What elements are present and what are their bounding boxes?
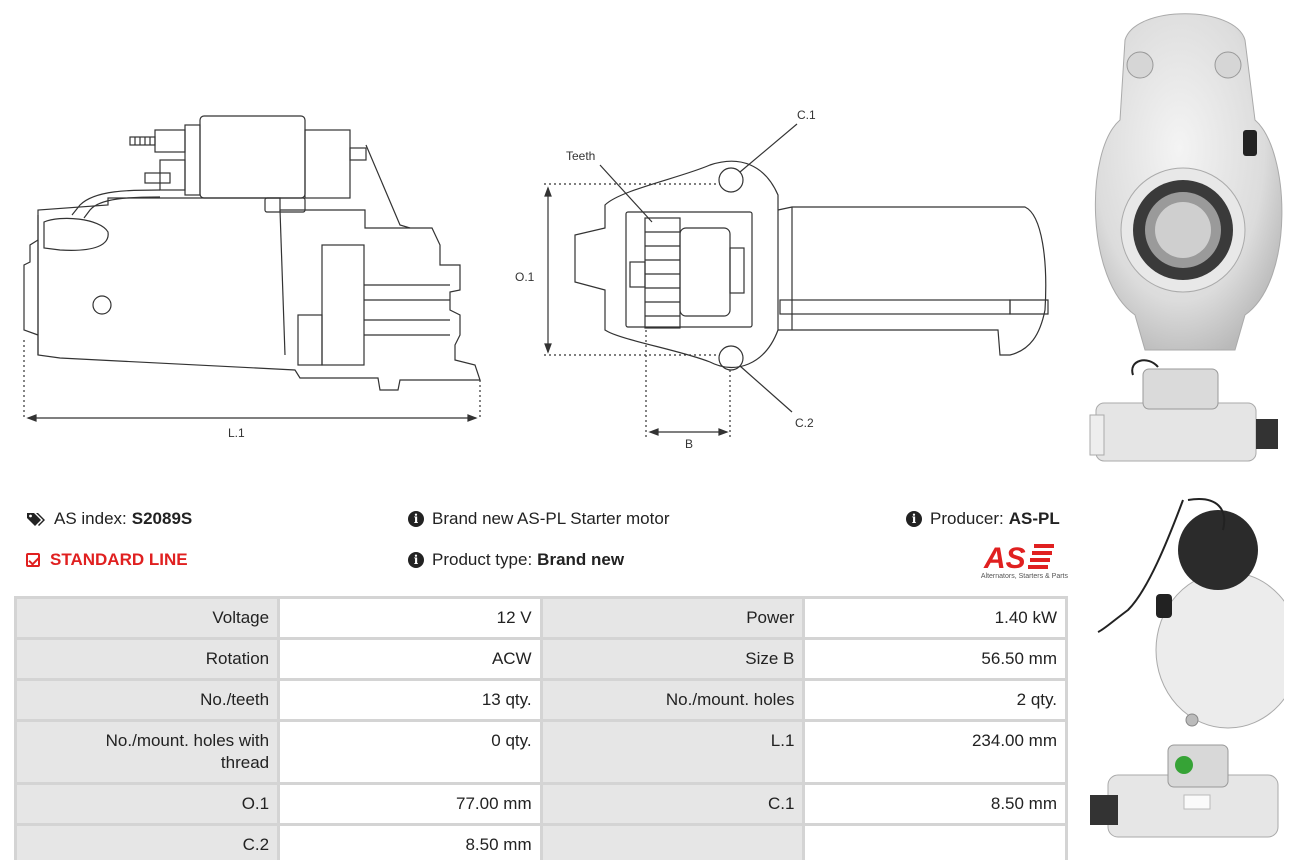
brand-info: i Brand new AS-PL Starter motor: [408, 509, 669, 529]
table-row: Rotation ACW Size B 56.50 mm: [17, 640, 1065, 678]
spec-key: No./teeth: [17, 681, 278, 719]
standard-line-label: STANDARD LINE: [50, 550, 188, 569]
as-index: AS index: S2089S: [26, 509, 192, 529]
producer-value: AS-PL: [1008, 509, 1060, 528]
spec-value: 8.50 mm: [280, 826, 540, 860]
spec-key: C.1: [542, 785, 803, 823]
product-photo-side[interactable]: [1088, 355, 1284, 475]
spec-value: 2 qty.: [805, 681, 1065, 719]
table-row: Voltage 12 V Power 1.40 kW: [17, 599, 1065, 637]
spec-value: 8.50 mm: [805, 785, 1065, 823]
as-index-value: S2089S: [131, 509, 193, 528]
product-photo-front[interactable]: [1085, 0, 1285, 358]
label-b: B: [685, 437, 693, 451]
tags-icon: [27, 513, 45, 526]
spec-key: C.2: [17, 826, 278, 860]
label-l1: L.1: [228, 426, 245, 440]
as-pl-logo: AS Alternators, Starters & Parts: [962, 540, 1068, 584]
label-o1: O.1: [515, 270, 535, 284]
spec-key: Rotation: [17, 640, 278, 678]
technical-drawings: L.1: [0, 0, 1080, 470]
producer-label: Producer:: [930, 509, 1004, 528]
spec-value: 1.40 kW: [805, 599, 1065, 637]
table-row: O.1 77.00 mm C.1 8.50 mm: [17, 785, 1065, 823]
front-view-drawing: O.1 B C.1 C.2 Teeth: [515, 108, 1049, 451]
spec-value: 234.00 mm: [805, 722, 1065, 782]
label-c1: C.1: [797, 108, 816, 122]
spec-key: No./mount. holes: [542, 681, 803, 719]
svg-text:AS: AS: [983, 542, 1026, 572]
spec-value: ACW: [280, 640, 540, 678]
product-photo-rear[interactable]: [1088, 490, 1284, 730]
label-c2: C.2: [795, 416, 814, 430]
spec-key: No./mount. holes with thread: [17, 722, 278, 782]
check-square-icon: [26, 553, 40, 567]
specs-table: Voltage 12 V Power 1.40 kW Rotation ACW …: [14, 596, 1068, 860]
info-icon: i: [408, 511, 424, 527]
spec-key: Power: [542, 599, 803, 637]
spec-value: 56.50 mm: [805, 640, 1065, 678]
label-teeth: Teeth: [566, 149, 595, 163]
spec-value: 77.00 mm: [280, 785, 540, 823]
info-icon: i: [906, 511, 922, 527]
table-row: No./teeth 13 qty. No./mount. holes 2 qty…: [17, 681, 1065, 719]
spec-value: [805, 826, 1065, 860]
brand-text: Brand new AS-PL Starter motor: [432, 509, 670, 528]
table-row: C.2 8.50 mm: [17, 826, 1065, 860]
producer: i Producer: AS-PL: [906, 509, 1060, 529]
spec-key: O.1: [17, 785, 278, 823]
spec-key: Size B: [542, 640, 803, 678]
table-row: No./mount. holes with thread 0 qty. L.1 …: [17, 722, 1065, 782]
spec-value: 13 qty.: [280, 681, 540, 719]
as-index-label: AS index:: [54, 509, 127, 528]
spec-value: 0 qty.: [280, 722, 540, 782]
spec-key: [542, 826, 803, 860]
as-logo-mark: AS: [983, 542, 1054, 575]
logo-tagline: Alternators, Starters & Parts: [980, 573, 1068, 580]
spec-key: L.1: [542, 722, 803, 782]
product-photo-side-2[interactable]: [1088, 735, 1284, 855]
info-icon: i: [408, 552, 424, 568]
side-view-drawing: L.1: [23, 115, 481, 440]
spec-value: 12 V: [280, 599, 540, 637]
product-type-value: Brand new: [537, 550, 625, 569]
spec-key: Voltage: [17, 599, 278, 637]
product-type-label: Product type:: [432, 550, 533, 569]
product-type: i Product type: Brand new: [408, 550, 624, 570]
standard-line: STANDARD LINE: [26, 550, 188, 570]
